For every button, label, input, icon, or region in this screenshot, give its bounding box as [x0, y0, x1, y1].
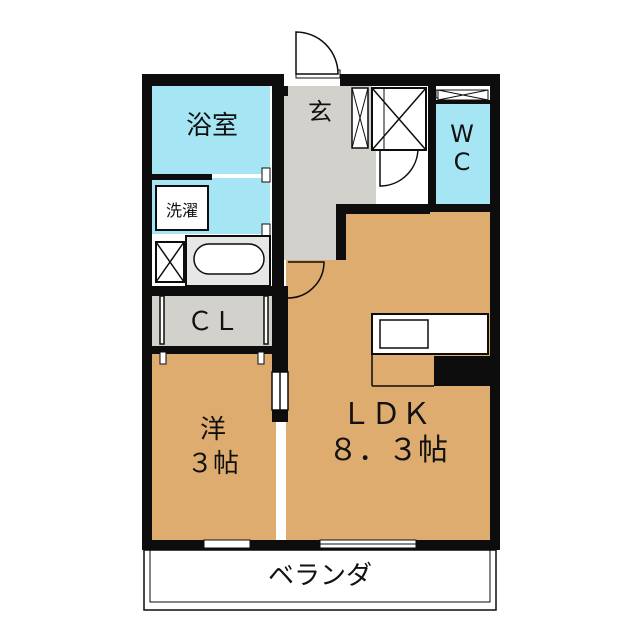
closet-floor	[150, 294, 276, 348]
ldk-size: ８．３帖	[328, 433, 448, 468]
wc-label-w: W	[450, 120, 474, 148]
storage-box-icon	[155, 241, 185, 283]
bath-room-label: 浴室	[186, 111, 238, 141]
ldk-label: ＬＤＫ	[341, 397, 431, 432]
western-room-size: ３帖	[187, 449, 239, 479]
washbasin-icon	[185, 235, 271, 287]
wc-label-c: C	[454, 148, 471, 176]
western-room-floor	[150, 352, 276, 542]
laundry-label: 洗濯	[166, 201, 198, 220]
ldk-floor	[286, 212, 490, 542]
refrigerator-space	[434, 356, 490, 386]
entrance-label: 玄	[308, 98, 332, 126]
wc-floor	[436, 104, 490, 204]
entrance-storage-icon	[351, 87, 369, 149]
balcony-outline	[143, 549, 497, 611]
wc-vent-icon	[437, 89, 489, 101]
closet-label: ＣＬ	[187, 307, 239, 337]
balcony-label: ベランダ	[268, 561, 372, 591]
kitchen-counter-icon	[371, 313, 489, 355]
doors	[159, 31, 419, 411]
shoe-cabinet-icon	[371, 87, 427, 151]
walls	[142, 74, 500, 550]
balcony-inner	[149, 549, 491, 603]
bath-room-floor	[150, 86, 270, 174]
western-room-label: 洋	[200, 415, 226, 445]
hallway-floor	[284, 148, 376, 260]
laundry-pan-icon	[155, 185, 209, 231]
